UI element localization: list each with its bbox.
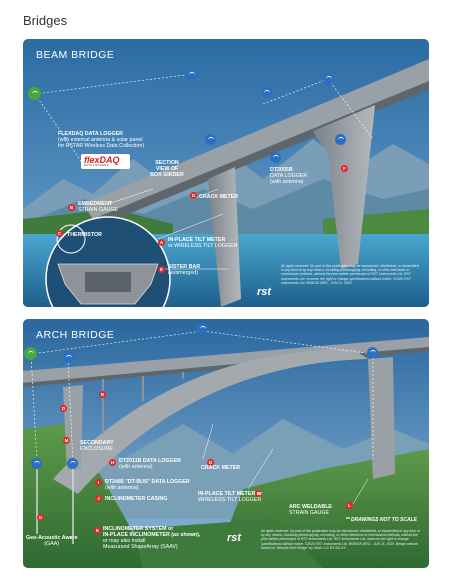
inclinometer-system-label: INCLINOMETER SYSTEM or IN-PLACE INCLINOM…	[103, 526, 201, 550]
marker-gaa: G	[37, 514, 44, 521]
arch-bridge-illustration	[23, 319, 429, 568]
beam-copyright: All rights reserved. No part of this pub…	[281, 264, 419, 285]
arch-link-2	[202, 330, 374, 355]
dt2055b-label: DT2055B DATA LOGGER (with antenna)	[270, 167, 308, 185]
marker-crack: D	[190, 192, 197, 199]
beam-pier-1	[208, 167, 241, 307]
marker-tilt-meter: A	[255, 490, 262, 497]
arch-pier-right	[368, 357, 395, 479]
pier-wifi-icon-3	[335, 134, 346, 145]
pier-wifi-icon-2	[270, 152, 281, 163]
gateway-link-4	[327, 78, 374, 140]
marker-arch-b: B	[99, 391, 106, 398]
gateway-wifi-icon	[28, 87, 41, 100]
arch-rst-logo: rst	[227, 532, 242, 544]
beam-deck-edge	[93, 81, 429, 227]
leader-tilt	[157, 213, 224, 240]
marker-arc-strain: L	[346, 502, 353, 509]
arch-link-1	[30, 330, 204, 355]
marker-sister: E	[158, 266, 165, 273]
arch-bridge-title: ARCH BRIDGE	[36, 329, 115, 341]
not-to-scale-note: ** DRAWINGS NOT TO SCALE	[345, 517, 417, 523]
arch-deck-wifi-icon-1	[197, 323, 208, 334]
flexdaq-label: FLEXDAQ DATA LOGGER (with external anten…	[58, 131, 145, 149]
arc-weldable-label: ARC WELDABLE STRAIN GAUGE	[289, 504, 332, 516]
marker-thermistor: C	[56, 230, 63, 237]
page-heading: Bridges	[23, 13, 68, 28]
sister-bar-label: SISTER BAR (submerged)	[168, 264, 201, 276]
marker-dt2011b: H	[109, 459, 116, 466]
deck-wifi-icon-3	[323, 73, 334, 84]
leader-arc-strain	[352, 478, 369, 505]
arch-crack-meter-label: CRACK METER	[201, 465, 241, 471]
marker-arch-d: D	[60, 405, 67, 412]
gaa-label: Geo-Acoustic Aware (GAA)	[26, 535, 78, 547]
arch-valley-left	[23, 424, 153, 568]
leader-tilt-meter	[247, 448, 274, 490]
marker-inclinometer: K	[94, 527, 101, 534]
flexdaq-logo: flexDAQ DATA LOGGERS	[81, 154, 130, 169]
dt2485-label: DT2485 "DT-BUS" DATA LOGGER (with antenn…	[105, 479, 190, 491]
arch-enclosure-wifi-icon	[67, 458, 78, 469]
leader-crack-meter	[202, 423, 214, 460]
inclinometer-casing-label: INCLINOMETER CASING	[105, 496, 168, 502]
section-view-label: SECTION VIEW OF BOX GIRDER	[150, 160, 184, 178]
marker-strain: B	[68, 204, 75, 211]
marker-dt2055b: F	[341, 165, 348, 172]
arch-pier-left	[63, 385, 83, 471]
gateway-link-1	[34, 73, 194, 95]
marker-crack-meter: D	[207, 459, 214, 466]
embedment-strain-label: EMBEDMENT STRAIN GAUGE	[78, 201, 119, 213]
beam-bridge-title: BEAM BRIDGE	[36, 49, 115, 61]
deck-wifi-icon-1	[186, 69, 197, 80]
beam-deck	[83, 59, 429, 219]
arch-deck	[23, 337, 429, 383]
box-girder-void	[85, 272, 131, 292]
arch-copyright: All rights reserved. No part of this pub…	[261, 529, 421, 550]
deck-wifi-icon-2	[261, 87, 272, 98]
thermistor-label: THERMISTOR	[67, 232, 102, 238]
pier-wifi-icon-1	[205, 134, 216, 145]
beam-bridge-panel: BEAM BRIDGE FLEXDAQ DATA LOGGER (with ex…	[23, 39, 429, 307]
marker-dt2485: I	[95, 479, 102, 486]
arch-valley-floor	[133, 519, 323, 568]
marker-tilt: A	[158, 239, 165, 246]
dt2011b-label: DT2011B DATA LOGGER (with antenna)	[119, 458, 182, 470]
crack-meter-label: CRACK METER	[199, 194, 239, 200]
arch-ground-wifi-icon	[31, 458, 42, 469]
arch-tilt-meter-label: IN-PLACE TILT METER or WIRELESS TILT LOG…	[198, 491, 263, 503]
in-place-tilt-label: IN-PLACE TILT METER or WIRELESS TILT LOG…	[168, 237, 238, 249]
arch-link-5	[67, 358, 74, 465]
leader-crack	[192, 188, 219, 200]
thermistor-callout-circle	[56, 224, 86, 254]
beam-pier-2	[313, 105, 375, 269]
arch-deck-wifi-icon-3	[63, 352, 74, 363]
arch-gateway-wifi-icon	[24, 347, 37, 360]
arch-bridge-panel: ARCH BRIDGE B D M SECONDARY ENCLOSURE H …	[23, 319, 429, 568]
marker-casing: J	[95, 495, 102, 502]
arch-deck-wifi-icon-2	[367, 347, 378, 358]
beam-rst-logo: rst	[257, 286, 272, 298]
arch-rib	[53, 349, 368, 494]
leader-strain	[107, 188, 154, 205]
secondary-enclosure-label: SECONDARY ENCLOSURE	[80, 440, 114, 452]
marker-secondary: M	[63, 437, 70, 444]
beam-bridge-illustration	[23, 39, 429, 307]
